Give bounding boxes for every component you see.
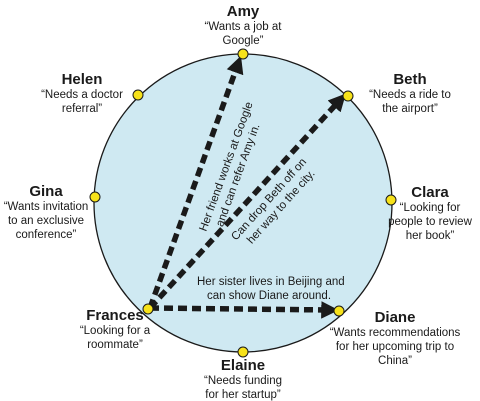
person-gina: Gina “Wants invitation to an exclusive c… [0, 183, 92, 242]
person-need-line: “Needs a doctor [41, 89, 123, 101]
person-name: Beth [393, 71, 427, 88]
person-need-line: to an exclusive [7, 214, 85, 227]
note-diane: Her sister lives in Beijing and can show… [197, 276, 348, 302]
person-beth: Beth “Needs a ride to the airport” [350, 71, 470, 117]
person-need-line: China” [378, 354, 412, 367]
person-elaine: Elaine “Needs funding for her startup” [187, 357, 299, 401]
note-diane-line-1: Her sister lives in Beijing and [197, 276, 345, 288]
person-need-line: the airport” [382, 102, 438, 115]
person-need-line: Google” [222, 34, 264, 47]
person-need-line: roommate” [87, 338, 143, 351]
person-need-line: “Needs a ride to [369, 89, 451, 101]
person-need-line: conference” [15, 228, 77, 241]
person-name: Clara [411, 184, 449, 201]
person-need-line: “Wants invitation [3, 201, 89, 213]
note-diane-line-2: can show Diane around. [207, 290, 331, 302]
node-diane [333, 305, 345, 317]
person-frances: Frances “Looking for a roommate” [60, 307, 170, 353]
node-clara [385, 194, 397, 206]
person-need-line: “Needs funding [204, 375, 282, 387]
arrow-frances-to-amy [147, 55, 244, 309]
person-need-line: for her upcoming trip to [335, 340, 455, 353]
person-need-line: “Looking for a [79, 325, 151, 337]
node-helen [132, 89, 144, 101]
person-name: Elaine [220, 357, 266, 374]
person-need-line: people to review [388, 215, 472, 228]
person-need-line: “Wants a job at [204, 21, 282, 33]
person-clara: Clara “Looking for people to review her … [380, 184, 480, 243]
person-need-line: “Wants recommendations [329, 327, 461, 339]
person-name: Gina [29, 183, 63, 200]
person-need-line: for her startup” [205, 388, 281, 401]
arrow-frances-to-diane [149, 301, 339, 319]
person-helen: Helen “Needs a doctor referral” [24, 71, 140, 117]
person-name: Diane [374, 309, 416, 326]
person-name: Frances [86, 307, 144, 324]
node-gina [89, 191, 101, 203]
node-amy [237, 48, 249, 60]
person-name: Helen [61, 71, 103, 88]
person-need-line: “Looking for [399, 202, 461, 214]
person-amy: Amy “Wants a job at Google” [183, 3, 303, 49]
person-name: Amy [226, 3, 260, 20]
person-need-line: referral” [61, 102, 103, 115]
node-frances [142, 303, 154, 315]
arrow-frances-to-beth [147, 93, 346, 310]
person-need-line: her book” [405, 229, 455, 242]
person-diane: Diane “Wants recommendations for her upc… [320, 309, 470, 368]
node-elaine [237, 346, 249, 358]
node-beth [342, 90, 354, 102]
